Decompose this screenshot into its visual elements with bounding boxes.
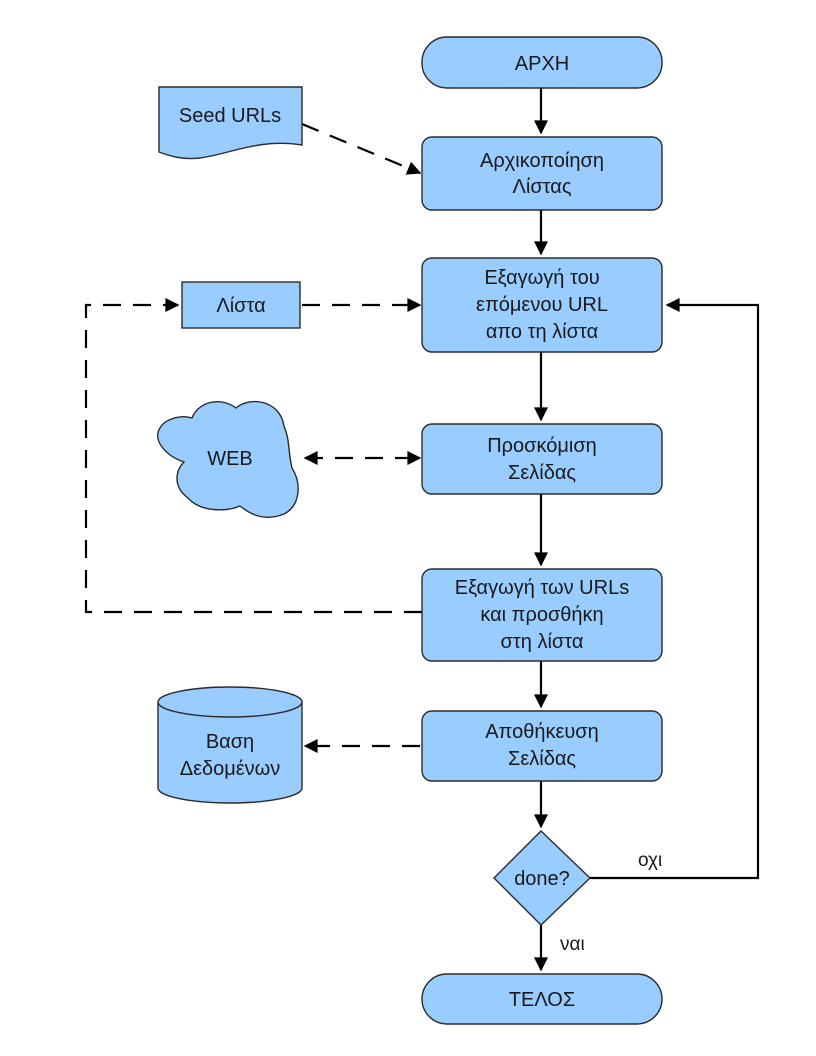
arrow-seed-to-init bbox=[301, 122, 422, 175]
extract-urls-line-2: και προσθήκη bbox=[480, 604, 603, 626]
save-page-line-2: Σελίδας bbox=[508, 748, 576, 770]
edge-label-yes: ναι bbox=[560, 934, 585, 955]
fetch-page-line-2: Σελίδας bbox=[508, 462, 576, 484]
start-label: ΑΡΧΗ bbox=[515, 53, 569, 75]
decision-node: done? bbox=[493, 830, 592, 926]
extract-urls-line-1: Εξαγωγή των URLs bbox=[455, 577, 629, 599]
list-store-node: Λίστα bbox=[181, 281, 301, 329]
save-page-line-1: Αποθήκευση bbox=[485, 721, 599, 743]
extract-urls-line-3: στη λίστα bbox=[501, 631, 584, 653]
init-list-line-2: Λίστας bbox=[513, 176, 572, 198]
seed-urls-document: Seed URLs bbox=[158, 86, 303, 160]
extract-next-url-node: Εξαγωγή του επόμενου URL απο τη λίστα bbox=[421, 257, 663, 353]
list-store-label: Λίστα bbox=[216, 295, 265, 317]
seed-urls-label: Seed URLs bbox=[179, 105, 281, 127]
fetch-page-line-1: Προσκόμιση bbox=[487, 435, 597, 457]
start-node: ΑΡΧΗ bbox=[421, 36, 663, 89]
extract-urls-node: Εξαγωγή των URLs και προσθήκη στη λίστα bbox=[421, 568, 663, 662]
end-node: ΤΕΛΟΣ bbox=[421, 973, 663, 1025]
edge-label-no: οχι bbox=[638, 850, 662, 871]
arrow-extract-urls-to-list bbox=[84, 298, 422, 614]
fetch-page-node: Προσκόμιση Σελίδας bbox=[421, 423, 663, 495]
edges bbox=[84, 88, 760, 972]
extract-next-line-1: Εξαγωγή του bbox=[484, 267, 599, 289]
arrow-decision-loop-back bbox=[590, 298, 760, 880]
database-line-2: Δεδομένων bbox=[180, 758, 281, 780]
web-label: WEB bbox=[207, 448, 253, 470]
end-label: ΤΕΛΟΣ bbox=[509, 989, 575, 1011]
database-cylinder: Βαση Δεδομένων bbox=[157, 686, 303, 804]
decision-label: done? bbox=[514, 868, 570, 890]
save-page-node: Αποθήκευση Σελίδας bbox=[421, 710, 663, 782]
extract-next-line-3: απο τη λίστα bbox=[486, 321, 598, 343]
web-cloud: WEB bbox=[157, 400, 299, 518]
database-line-1: Βαση bbox=[206, 731, 254, 753]
init-list-line-1: Αρχικοποίηση bbox=[480, 150, 604, 172]
extract-next-line-2: επόμενου URL bbox=[476, 294, 608, 316]
init-list-node: Αρχικοποίηση Λίστας bbox=[421, 136, 663, 211]
